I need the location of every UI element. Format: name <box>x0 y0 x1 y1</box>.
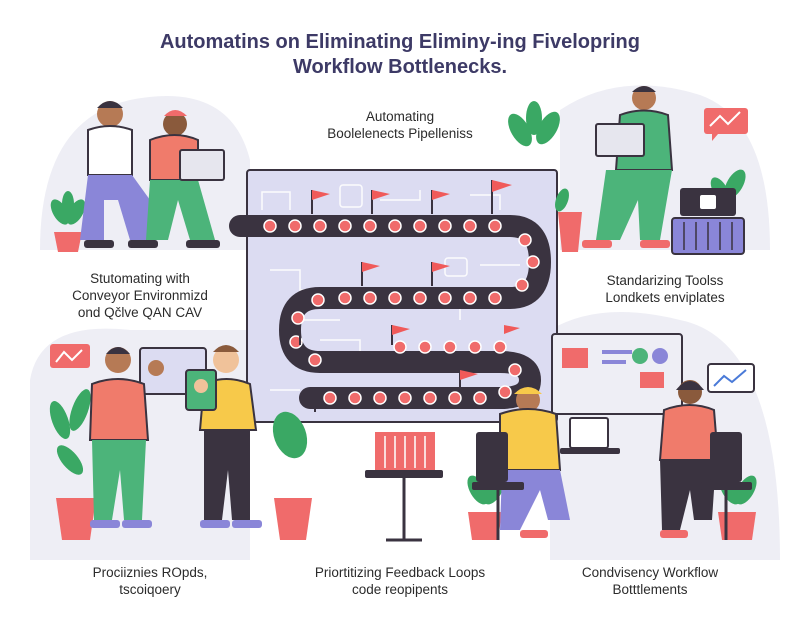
caption-bottom-center: Priortitizing Feedback Loops code reopip… <box>280 564 520 598</box>
person-top-right <box>582 86 748 255</box>
caption-bottom-right-line-2: Botttlements <box>612 582 688 597</box>
caption-bottom-left-line-2: tscoiqoery <box>119 582 181 597</box>
chart-trend-icon <box>707 363 755 393</box>
server-icon <box>671 188 745 255</box>
title-line-2: Workflow Bottlenecks. <box>292 56 508 78</box>
caption-bottom-right-line-1: Condvisency Workflow <box>581 565 719 580</box>
caption-mid-left: Stutomating with Conveyor Environmizd on… <box>40 270 240 321</box>
caption-mid-left-line-3: ond Qčlve QAN CAV <box>77 305 203 320</box>
caption-mid-left-line-2: Conveyor Environmizd <box>72 288 208 303</box>
caption-bottom-center-line-1: Priortitizing Feedback Loops <box>314 565 486 580</box>
caption-bottom-right: Condvisency Workflow Botttlements <box>540 564 760 598</box>
caption-bottom-center-line-2: code reopipents <box>351 582 449 597</box>
caption-top-center: Automating Boolelenects Pipelleniss <box>300 108 500 142</box>
people-top-left <box>80 101 225 248</box>
caption-mid-right-line-1: Standarizing Toolss <box>606 273 724 288</box>
page-title: Automatins on Eliminating Eliminy-ing Fi… <box>0 30 800 80</box>
title-line-1: Automatins on Eliminating Eliminy-ing Fi… <box>159 31 640 53</box>
caption-top-center-line-1: Automating <box>365 109 435 124</box>
people-bottom-right <box>472 333 755 540</box>
chart-stand <box>365 432 443 542</box>
caption-bottom-left-line-1: Prociiznies ROpds, <box>92 565 208 580</box>
conveyor-belt <box>229 215 551 409</box>
chart-trend-icon <box>50 344 90 368</box>
caption-mid-right-line-2: Londkets enviplates <box>605 290 725 305</box>
flag-icon <box>299 180 520 412</box>
caption-top-center-line-2: Boolelenects Pipelleniss <box>327 126 473 141</box>
people-bottom-left <box>50 344 262 528</box>
chart-trend-icon <box>704 108 748 141</box>
caption-mid-right: Standarizing Toolss Londkets enviplates <box>560 272 770 306</box>
caption-bottom-left: Prociiznies ROpds, tscoiqoery <box>40 564 260 598</box>
caption-mid-left-line-1: Stutomating with <box>90 271 190 286</box>
